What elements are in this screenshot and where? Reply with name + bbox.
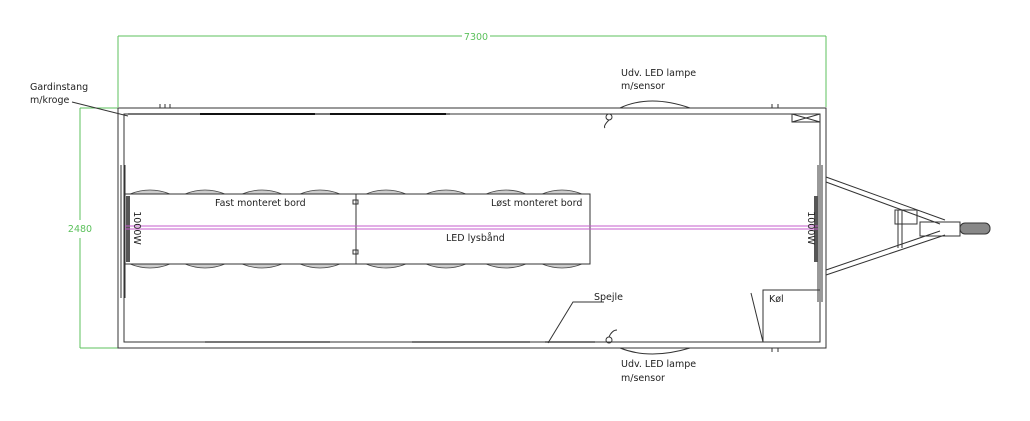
dimension-width-label: 2480 bbox=[68, 224, 92, 235]
led-strip bbox=[125, 225, 818, 230]
label-curtain-rod-2: m/kroge bbox=[30, 95, 69, 106]
label-fixed-table: Fast monteret bord bbox=[215, 198, 306, 209]
label-fridge: Køl bbox=[769, 294, 784, 305]
drawbar bbox=[825, 176, 991, 276]
fridge bbox=[750, 289, 821, 343]
dimension-width: 2480 bbox=[68, 107, 118, 349]
label-led-lamp-top-2: m/sensor bbox=[621, 81, 665, 92]
lamp-icon bbox=[604, 100, 691, 355]
chairs bbox=[129, 189, 583, 269]
label-heater-left: 1000W bbox=[131, 211, 142, 245]
trailer-body bbox=[117, 104, 827, 352]
label-loose-table: Løst monteret bord bbox=[491, 198, 582, 209]
label-curtain-rod-1: Gardinstang bbox=[30, 82, 88, 93]
dimension-length-label: 7300 bbox=[464, 32, 488, 43]
dimension-length: 7300 bbox=[117, 32, 827, 107]
label-led-strip: LED lysbånd bbox=[446, 233, 505, 244]
label-led-lamp-bottom-2: m/sensor bbox=[621, 373, 665, 384]
label-mirror: Spejle bbox=[594, 292, 623, 303]
label-heater-right: 1000W bbox=[805, 211, 816, 245]
label-led-lamp-bottom-1: Udv. LED lampe bbox=[621, 359, 696, 370]
label-led-lamp-top-1: Udv. LED lampe bbox=[621, 68, 696, 79]
